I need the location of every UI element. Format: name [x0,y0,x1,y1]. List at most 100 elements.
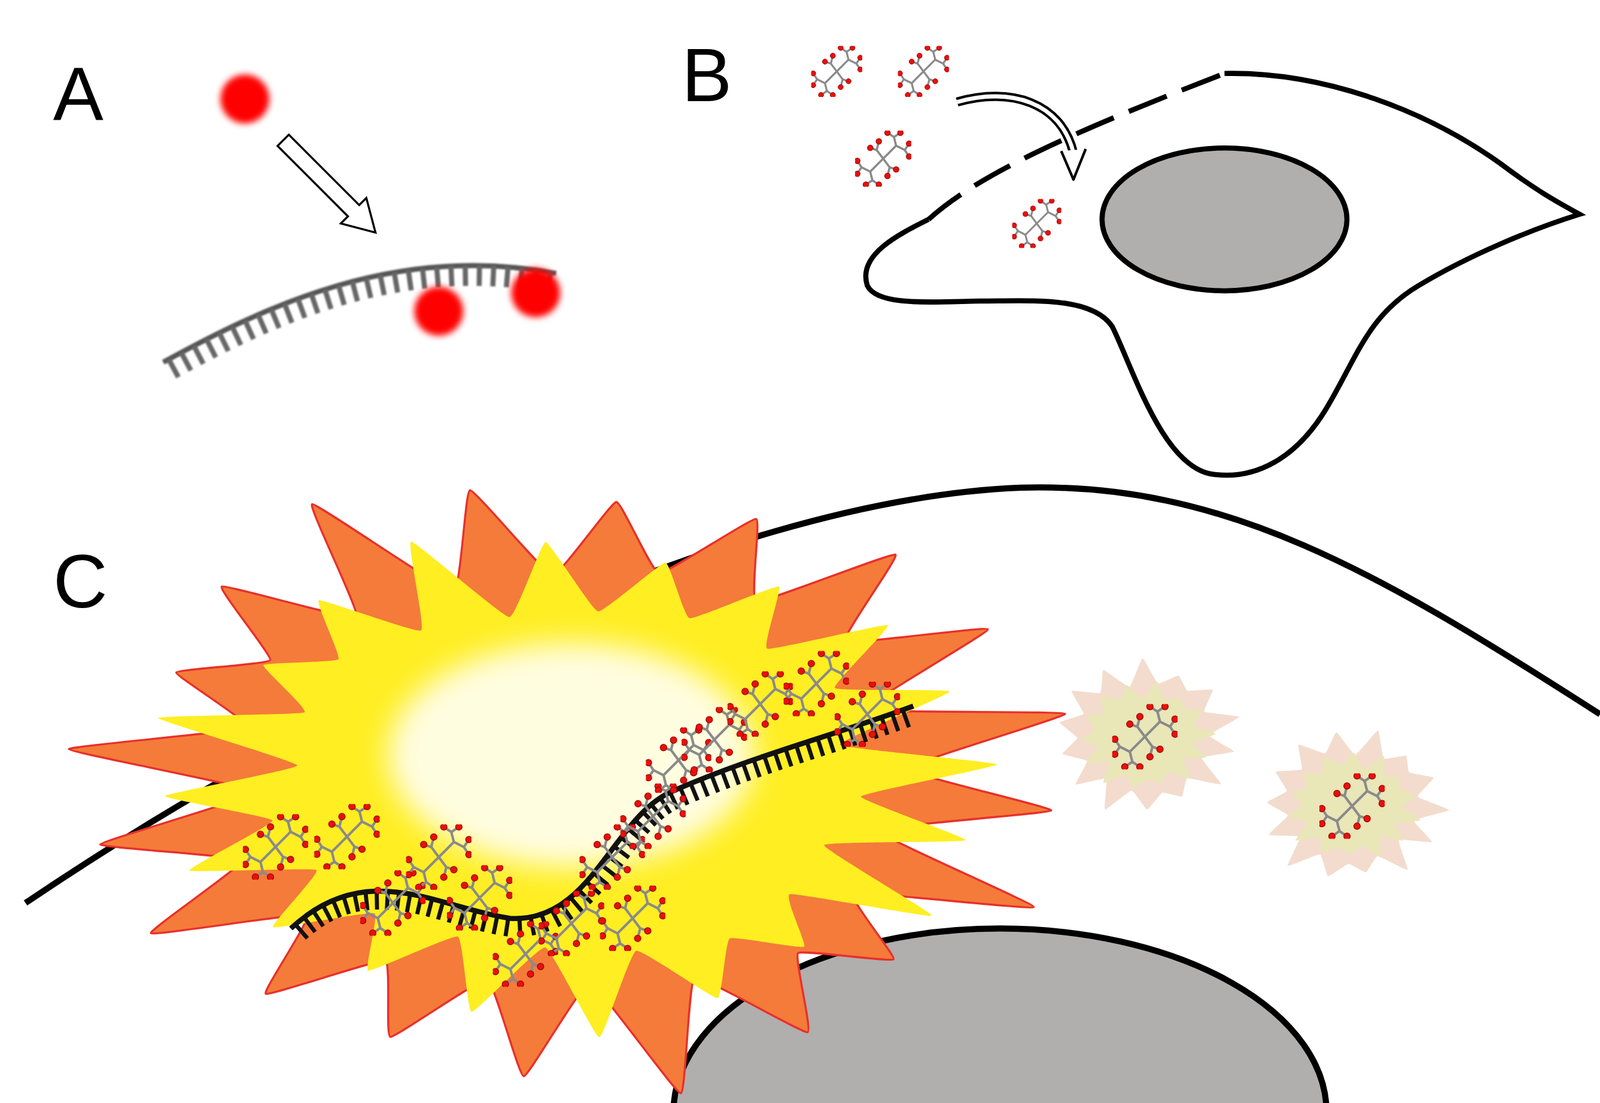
base-tick [408,269,412,291]
base-tick [902,709,909,728]
base-tick [312,910,324,927]
panel-label: C [53,543,108,620]
base-tick [193,345,204,364]
dendrimer [537,889,605,957]
base-tick [422,268,425,289]
base-tick [807,741,813,760]
panel-c [25,487,1600,1103]
base-tick [284,303,292,324]
base-tick [218,332,228,352]
dendrimer [834,680,902,748]
dendrimer [1318,772,1386,840]
dendrimer [782,649,850,717]
base-tick [493,916,498,935]
base-tick [333,899,341,917]
base-tick [785,748,792,766]
base-tick [257,314,267,334]
base-tick [711,774,719,793]
dendrimer [1011,198,1063,249]
base-tick [271,309,279,329]
burst-core [387,642,756,868]
burst-inner [157,541,997,1037]
base-tick [817,738,823,756]
base-tick [743,763,750,781]
base-tick [297,298,306,318]
base-tick [451,265,453,287]
base-tick [505,917,509,936]
base-tick [338,285,345,306]
base-tick [493,265,495,287]
base-tick [323,904,332,921]
dendrimer [854,129,912,188]
dendrimer [242,813,310,881]
base-tick [168,359,179,377]
base-tick [701,779,708,797]
base-tick [181,352,191,371]
fluorophore [510,268,561,318]
panel-b [810,45,1580,476]
base-tick [311,293,318,313]
base-tick [570,897,583,912]
base-tick [366,278,371,298]
nucleus [1102,147,1347,291]
base-tick [295,924,308,939]
base-tick [462,265,468,287]
base-tick [506,266,509,288]
weak-fluorescence [1059,658,1449,876]
dendrimer [405,823,473,891]
arrow [277,134,376,233]
faint-burst-core [1083,681,1216,789]
base-tick [774,752,781,770]
fluorophore [220,74,270,124]
base-tick [379,275,385,295]
dendrimer [359,869,427,937]
dendrimer [645,726,713,794]
base-tick [892,713,899,732]
fluorophore [414,286,464,336]
dendrimer [1111,703,1179,771]
dendrimer [598,884,666,952]
panel-label: B [681,37,732,114]
burst-outer [68,490,1066,1094]
faint-burst-core [1287,752,1422,857]
base-tick [343,896,349,914]
base-tick [245,320,254,340]
base-tick [352,281,358,301]
base-tick [427,898,433,917]
base-tick [406,893,410,912]
base-tick [732,767,739,785]
bound-dendrimers [242,649,902,987]
nucleic-acid-strand [163,265,557,378]
base-tick [437,901,443,920]
base-tick [436,266,439,288]
fluorescence-burst [68,490,1066,1094]
base-tick [690,783,698,800]
faint-burst [1059,658,1239,810]
dendrimer [810,45,863,98]
faint-burst [1267,730,1450,876]
dendrimer [727,670,795,738]
uptake-arrow [957,96,1074,154]
base-tick [764,755,771,774]
dendrimer [619,782,687,850]
base-tick [753,759,760,777]
base-tick [232,326,242,346]
cell-membrane [865,73,1580,476]
base-tick [860,724,867,742]
dendrimer [578,823,646,891]
dendrimer [897,45,950,98]
base-tick [796,745,803,763]
base-tick [394,272,398,293]
base-tick [324,289,331,310]
panel-a [163,74,561,377]
base-tick [303,917,316,932]
base-tick [828,734,834,753]
base-tick [476,265,483,287]
panel-label: A [53,56,104,132]
dendrimer [446,864,514,932]
base-tick [354,893,358,912]
dendrimer [313,802,381,871]
base-tick [206,339,216,358]
base-tick [722,771,729,789]
